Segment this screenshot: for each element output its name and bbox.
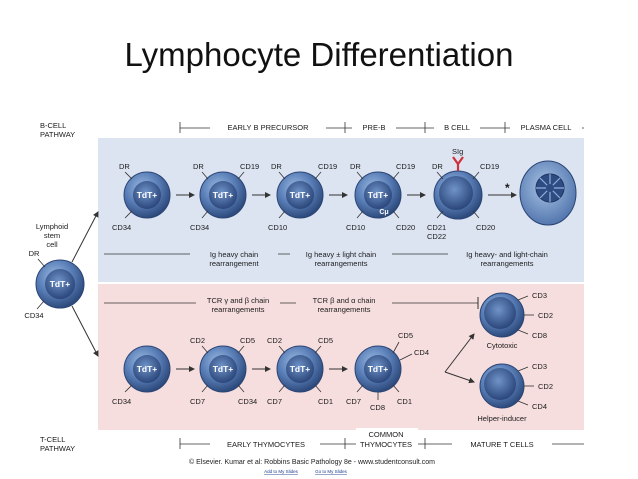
t-cell-2: TdT+	[199, 345, 247, 393]
cyto-cd3: CD3	[532, 291, 547, 300]
stem-label-3: cell	[46, 240, 58, 249]
b5-cd21: CD21	[427, 223, 446, 232]
t-cell-4: TdT+	[354, 341, 413, 400]
go-to-my-slides-link[interactable]: Go to My Slides	[315, 469, 348, 474]
t2-cd5: CD5	[240, 336, 255, 345]
b-rearr-1b: rearrangement	[209, 259, 259, 268]
t-pathway-label-2: PATHWAY	[40, 444, 75, 453]
b-rearr-2b: rearrangements	[315, 259, 368, 268]
helper-cd2: CD2	[538, 382, 553, 391]
b3-dr: DR	[271, 162, 282, 171]
stage-pre-b: PRE-B	[363, 123, 386, 132]
b4-dr: DR	[350, 162, 361, 171]
t3-cd2: CD2	[267, 336, 282, 345]
t2-tdt: TdT+	[213, 364, 234, 374]
b3-cd19: CD19	[318, 162, 337, 171]
helper-label: Helper-inducer	[477, 414, 527, 423]
t4-cd8: CD8	[370, 403, 385, 412]
slide-title: Lymphocyte Differentiation	[124, 36, 514, 73]
stem-label-2: stem	[44, 231, 60, 240]
t-helper-cell	[479, 363, 534, 409]
t-rearr-2b: rearrangements	[318, 305, 371, 314]
t4-tdt: TdT+	[368, 364, 389, 374]
b5-dr: DR	[432, 162, 443, 171]
b5-cd20: CD20	[476, 223, 495, 232]
b4-cd19: CD19	[396, 162, 415, 171]
stage-mature-t-cells: MATURE T CELLS	[470, 440, 533, 449]
add-to-my-slides-link[interactable]: Add to My Slides	[264, 469, 299, 474]
helper-cd3: CD3	[532, 362, 547, 371]
t-rearr-1a: TCR γ and β chain	[207, 296, 269, 305]
t2-cd7: CD7	[190, 397, 205, 406]
b-stage-header: EARLY B PRECURSOR PRE-B B CELL PLASMA CE…	[179, 121, 584, 133]
t3-cd7: CD7	[267, 397, 282, 406]
t4-cd7: CD7	[346, 397, 361, 406]
b-rearr-1a: Ig heavy chain	[210, 250, 258, 259]
b2-cd19: CD19	[240, 162, 259, 171]
b5-sig: SIg	[452, 147, 463, 156]
t-rearr-2a: TCR β and α chain	[313, 296, 376, 305]
t4-cd1: CD1	[397, 397, 412, 406]
stem-marker-dr: DR	[29, 249, 40, 258]
stage-plasma-cell: PLASMA CELL	[521, 123, 572, 132]
stage-common: COMMON	[369, 430, 404, 439]
t-stage-header: EARLY THYMOCYTES COMMON THYMOCYTES MATUR…	[179, 428, 584, 450]
b-rearr-3a: Ig heavy- and light-chain	[466, 250, 548, 259]
b4-cmu: Cμ	[379, 209, 388, 216]
b3-cd10: CD10	[268, 223, 287, 232]
b4-cd20: CD20	[396, 223, 415, 232]
t1-tdt: TdT+	[137, 364, 158, 374]
b-cell-4: TdT+ Cμ	[354, 171, 402, 219]
plasma-cell	[519, 160, 577, 226]
t-pathway-label-1: T-CELL	[40, 435, 65, 444]
b1-dr: DR	[119, 162, 130, 171]
stem-cell: TdT+	[35, 258, 85, 310]
t-rearr-1b: rearrangements	[212, 305, 265, 314]
b-cell-5	[433, 156, 483, 220]
cyto-cd8: CD8	[532, 331, 547, 340]
b4-cd10: CD10	[346, 223, 365, 232]
b3-tdt: TdT+	[290, 190, 311, 200]
t3-cd5: CD5	[318, 336, 333, 345]
b1-tdt: TdT+	[137, 190, 158, 200]
t2-cd34: CD34	[238, 397, 257, 406]
b-rearr-3b: rearrangements	[481, 259, 534, 268]
plasma-asterisk: *	[505, 181, 510, 195]
sig-icon	[452, 156, 464, 171]
stage-thymocytes: THYMOCYTES	[360, 440, 412, 449]
t-cell-3: TdT+	[276, 345, 324, 393]
stage-b-cell: B CELL	[444, 123, 470, 132]
stage-early-b-precursor: EARLY B PRECURSOR	[228, 123, 310, 132]
b4-tdt: TdT+	[368, 190, 389, 200]
t-cytotoxic-cell	[479, 292, 534, 338]
credit-line: © Elsevier. Kumar et al: Robbins Basic P…	[189, 458, 435, 466]
b2-dr: DR	[193, 162, 204, 171]
stem-marker-cd34: CD34	[24, 311, 43, 320]
t4-cd4: CD4	[414, 348, 429, 357]
stage-early-thymocytes: EARLY THYMOCYTES	[227, 440, 305, 449]
cyto-cd2: CD2	[538, 311, 553, 320]
t4-cd5: CD5	[398, 331, 413, 340]
b-cell-1: TdT+	[123, 171, 171, 219]
t-cell-1: TdT+	[123, 345, 171, 393]
t1-cd34: CD34	[112, 397, 131, 406]
cytotoxic-label: Cytotoxic	[487, 341, 518, 350]
b5-cd22: CD22	[427, 232, 446, 241]
b-pathway-label-1: B-CELL	[40, 121, 66, 130]
t3-cd1: CD1	[318, 397, 333, 406]
b2-tdt: TdT+	[213, 190, 234, 200]
helper-cd4: CD4	[532, 402, 547, 411]
b-cell-3: TdT+	[276, 171, 324, 219]
stem-label-1: Lymphoid	[36, 222, 68, 231]
b-pathway-label-2: PATHWAY	[40, 130, 75, 139]
b1-cd34: CD34	[112, 223, 131, 232]
b5-cd19: CD19	[480, 162, 499, 171]
b2-cd34: CD34	[190, 223, 209, 232]
b-cell-2: TdT+	[199, 171, 247, 219]
t2-cd2: CD2	[190, 336, 205, 345]
b-rearr-2a: Ig heavy ± light chain	[306, 250, 376, 259]
t3-tdt: TdT+	[290, 364, 311, 374]
stem-tdt: TdT+	[50, 279, 71, 289]
